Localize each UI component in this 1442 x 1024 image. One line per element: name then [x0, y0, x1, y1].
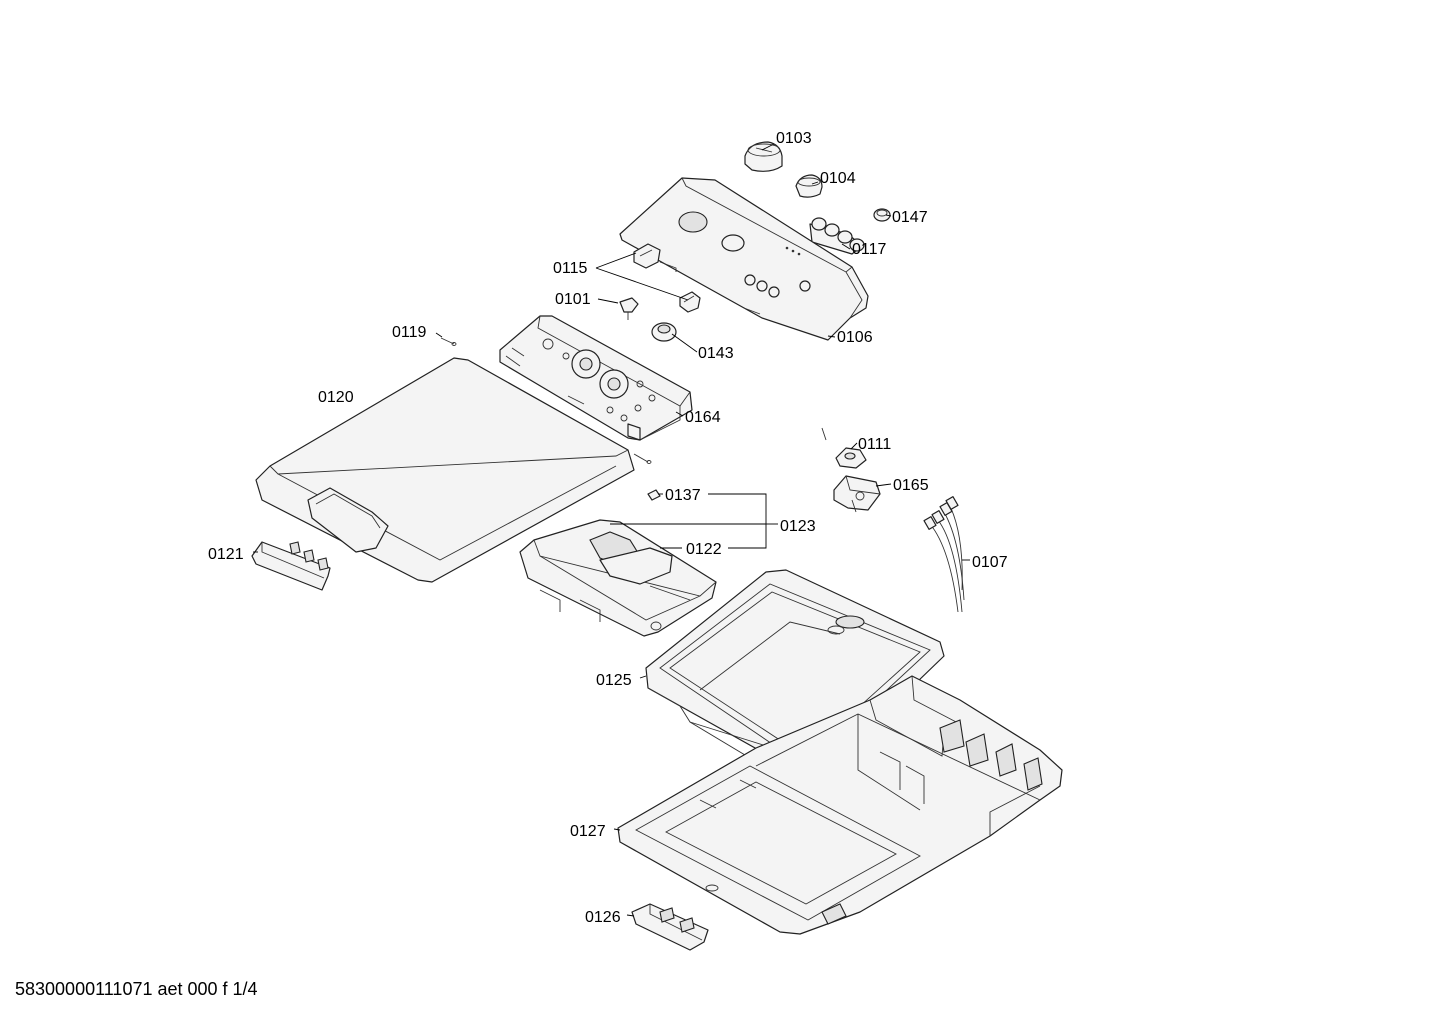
part-0121-lid-handle: [251, 541, 331, 591]
label-0147: 0147: [892, 209, 928, 226]
label-0126: 0126: [585, 909, 621, 926]
label-0165: 0165: [893, 477, 929, 494]
part-0119-pin: [440, 337, 457, 346]
part-0127-base-frame: [617, 675, 1063, 935]
part-0164-electronics-module: [499, 315, 693, 441]
label-0106: 0106: [837, 329, 873, 346]
label-0117: 0117: [852, 241, 887, 258]
part-0107-wiring-harness: [923, 496, 965, 613]
label-0120: 0120: [318, 389, 354, 406]
part-number-labels: 0103 0104 0147 0117 0106 0115 0101 0143 …: [208, 130, 1008, 926]
label-0111: 0111: [858, 436, 891, 453]
part-0111-cover: [821, 427, 867, 469]
label-0123: 0123: [780, 518, 816, 535]
part-0147-button-cap: [873, 208, 891, 222]
part-0120-lid: [255, 357, 652, 583]
drawing-reference-footer: 58300000111071 aet 000 f 1/4: [15, 979, 258, 999]
leader-lines: [253, 143, 970, 917]
part-0104-knob: [795, 174, 823, 198]
label-0121: 0121: [208, 546, 244, 563]
label-0125: 0125: [596, 672, 632, 689]
label-0107: 0107: [972, 554, 1008, 571]
label-0119: 0119: [392, 324, 427, 341]
part-0117-button-block: [809, 217, 865, 255]
part-0137-clip: [647, 489, 661, 501]
part-0115-clips: [633, 243, 701, 313]
label-0122: 0122: [686, 541, 722, 558]
part-0165-door-lock: [833, 475, 881, 513]
part-0101-bracket: [619, 297, 639, 320]
label-0104: 0104: [820, 170, 856, 187]
part-0103-knob: [744, 141, 783, 172]
label-0137: 0137: [665, 487, 701, 504]
label-0164: 0164: [685, 409, 721, 426]
label-0143: 0143: [698, 345, 734, 362]
label-0115: 0115: [553, 260, 588, 277]
label-0101: 0101: [555, 291, 591, 308]
part-0106-control-panel: [619, 177, 869, 341]
label-0127: 0127: [570, 823, 606, 840]
part-0143-selector: [651, 322, 677, 342]
part-0123-dispenser: [519, 519, 717, 637]
label-0103: 0103: [776, 130, 812, 147]
part-0126-latch: [631, 903, 709, 951]
